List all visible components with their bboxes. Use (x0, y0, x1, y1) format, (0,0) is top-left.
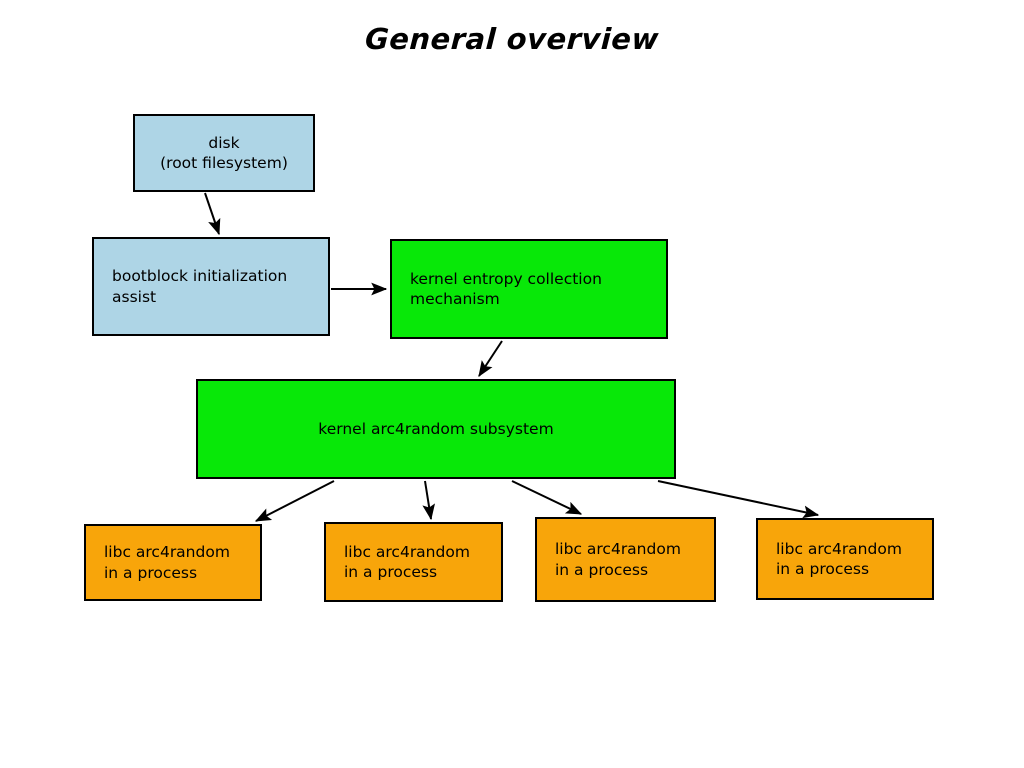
node-disk[interactable]: disk (root filesystem) (133, 114, 315, 192)
edge-arc4random-to-libc4 (657, 480, 820, 519)
edge-arc4random-to-libc2 (422, 480, 436, 521)
node-libc3-label: libc arc4random in a process (555, 540, 681, 579)
node-disk-label: disk (root filesystem) (160, 133, 288, 172)
edge-disk-to-bootblock (204, 192, 221, 236)
node-arc4random-label: kernel arc4random subsystem (318, 419, 554, 438)
edge-entropy-to-arc4random (478, 340, 503, 378)
node-libc4-label: libc arc4random in a process (776, 539, 902, 578)
node-bootblock[interactable]: bootblock initialization assist (92, 237, 330, 336)
node-libc3[interactable]: libc arc4random in a process (535, 517, 716, 602)
node-libc1-label: libc arc4random in a process (104, 543, 230, 582)
edge-arc4random-to-libc1 (254, 480, 335, 522)
node-entropy[interactable]: kernel entropy collection mechanism (390, 239, 668, 339)
node-entropy-label: kernel entropy collection mechanism (410, 269, 602, 308)
node-libc2[interactable]: libc arc4random in a process (324, 522, 503, 602)
edge-arc4random-to-libc3 (511, 480, 583, 515)
node-libc4[interactable]: libc arc4random in a process (756, 518, 934, 600)
node-libc2-label: libc arc4random in a process (344, 542, 470, 581)
node-bootblock-label: bootblock initialization assist (112, 267, 288, 306)
node-libc1[interactable]: libc arc4random in a process (84, 524, 262, 601)
node-arc4random[interactable]: kernel arc4random subsystem (196, 379, 676, 479)
page-title: General overview (364, 22, 660, 56)
